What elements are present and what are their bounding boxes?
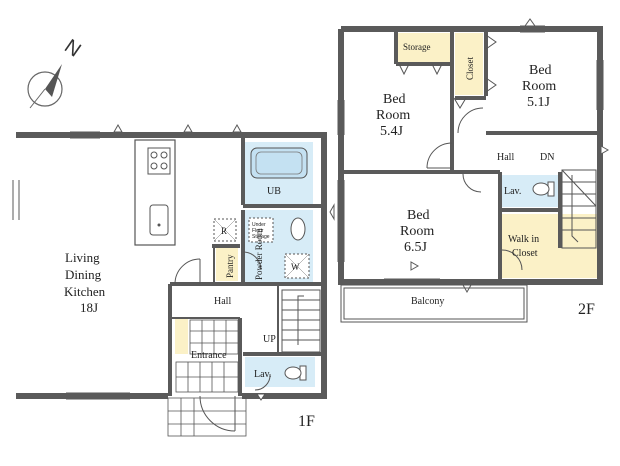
floor1-entry-arrow (256, 393, 266, 401)
floor2-inner-walls (343, 31, 598, 282)
stairs-1f (281, 289, 321, 353)
ldk-label-3: Kitchen (64, 284, 106, 299)
bathtub (250, 147, 308, 179)
toilet-lav-1f (284, 365, 307, 381)
wic-fill (501, 214, 597, 278)
toilet-powder-room (290, 217, 306, 241)
underfloor-label-1: Under (252, 222, 266, 228)
bed-5-1-label-2: Room (522, 79, 556, 94)
bed-5-1-size: 5.1J (527, 95, 551, 110)
wic-label-2: Closet (512, 248, 538, 259)
entrance-floor-tiles (167, 319, 247, 437)
compass-north-label: N (60, 35, 84, 61)
storage-label: Storage (403, 42, 431, 52)
compass-needle (45, 64, 62, 97)
wic-label-1: Walk in (508, 234, 539, 245)
refrigerator: R (213, 218, 237, 242)
compass-circle (27, 71, 63, 107)
compass-tail (29, 88, 46, 109)
pantry-fill (216, 248, 238, 281)
bed-5-1-label-1: Bed (529, 63, 552, 78)
lav-1f-label: Lav. (254, 369, 271, 380)
hall-2f-label: Hall (497, 152, 514, 163)
bed-6-5-label-2: Room (400, 224, 434, 239)
floor1-doors (174, 251, 271, 432)
entrance-label: Entrance (191, 350, 227, 361)
floor1-label: 1F (298, 413, 315, 430)
ldk-label-2: Dining (65, 267, 102, 282)
powder-room-label: Powder Room (254, 228, 264, 280)
pantry-label: Pantry (225, 254, 235, 278)
floor2-label: 2F (578, 301, 595, 318)
bed-5-4-label-2: Room (376, 108, 410, 123)
closet-label: Closet (465, 56, 475, 80)
ldk-label-1: Living (65, 250, 100, 265)
floor2-windows (329, 18, 610, 294)
bed-5-4-label-1: Bed (383, 92, 406, 107)
refrigerator-mark: R (221, 226, 227, 236)
floor2-outer-wall (338, 26, 603, 285)
floor1-inner-walls (168, 138, 322, 396)
bed-6-5-size: 6.5J (404, 240, 428, 255)
floor1-thin-walls (170, 248, 279, 352)
compass: N (27, 35, 85, 109)
underfloor-label-2: Floor (252, 228, 264, 234)
stairs-2f (561, 169, 597, 249)
closet-fill (455, 33, 483, 95)
underfloor-storage-box: Under Floor Storage (248, 217, 274, 243)
washer-mark: W (291, 262, 300, 272)
bed-6-5-label-1: Bed (407, 208, 430, 223)
floor-2: Storage Closet Bed Room 5.4J Bed Room 5.… (329, 18, 610, 323)
balcony-label: Balcony (411, 296, 444, 307)
floor-1: R Under Floor Storage W (12, 123, 327, 437)
floor2-doors (398, 34, 523, 271)
balcony (340, 284, 528, 323)
storage-fill (398, 33, 450, 63)
up-label: UP (263, 334, 276, 345)
hall-1f-label: Hall (214, 296, 231, 307)
bed-5-4-size: 5.4J (380, 124, 404, 139)
kitchen-counter (134, 139, 176, 246)
entrance-storage-fill (175, 318, 188, 354)
floor1-outer-wall (16, 132, 327, 399)
toilet-lav-2f (532, 181, 555, 197)
floor1-windows (12, 123, 242, 400)
dn-label: DN (540, 152, 554, 163)
washer: W (284, 253, 310, 279)
lav-2f-label: Lav. (504, 186, 521, 197)
ldk-size: 18J (80, 300, 98, 315)
ub-label: UB (267, 186, 281, 197)
underfloor-label-3: Storage (252, 234, 270, 240)
